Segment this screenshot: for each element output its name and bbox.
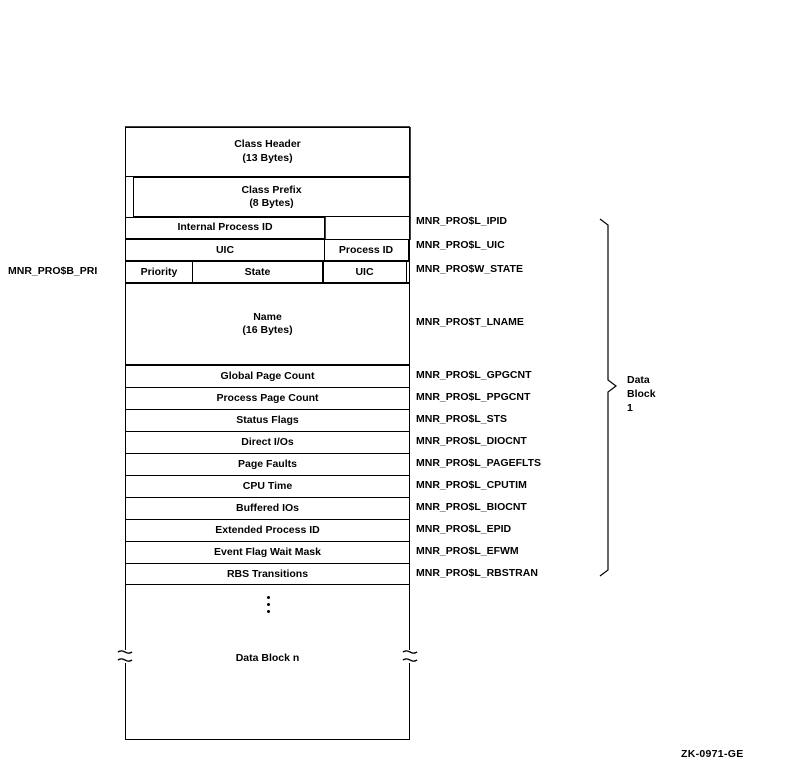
row-direct-ios-label: Direct I/Os xyxy=(241,436,294,449)
row-rbs-transitions-label: RBS Transitions xyxy=(226,567,309,580)
annotation-efwm-text: MNR_PRO$L_EFWM xyxy=(416,545,519,557)
annotation-rbstran: MNR_PRO$L_RBSTRAN xyxy=(416,567,538,579)
data-block-1-label-line3: 1 xyxy=(627,402,633,415)
row-global-page-count: Global Page Count xyxy=(125,365,410,387)
row-status-flags-label: Status Flags xyxy=(236,414,299,427)
row-uic-processid: UIC Process ID xyxy=(125,239,410,261)
annotation-sts-text: MNR_PRO$L_STS xyxy=(416,413,508,425)
annotation-ppgcnt-text: MNR_PRO$L_PPGCNT xyxy=(416,391,531,403)
cell-state-label: State xyxy=(244,266,271,278)
row-process-page-count-label: Process Page Count xyxy=(216,392,319,405)
ellipsis-dot xyxy=(266,610,270,613)
row-page-faults-label: Page Faults xyxy=(238,458,297,471)
cell-process-id: Process ID xyxy=(323,240,409,260)
data-block-1-label-line1: Data xyxy=(627,374,650,386)
row-name: Name (16 Bytes) xyxy=(125,283,410,365)
row-process-page-count: Process Page Count xyxy=(125,387,410,409)
annotation-lname-text: MNR_PRO$T_LNAME xyxy=(416,316,524,328)
row-direct-ios: Direct I/Os xyxy=(125,431,410,453)
annotation-lname: MNR_PRO$T_LNAME xyxy=(416,316,524,328)
annotation-priority-field: MNR_PRO$B_PRI xyxy=(8,265,97,277)
cell-uic-label: UIC xyxy=(215,244,235,256)
row-status-flags: Status Flags xyxy=(125,409,410,431)
class-prefix-title: Class Prefix xyxy=(241,183,302,196)
cell-priority-label: Priority xyxy=(140,266,178,278)
annotation-epid-text: MNR_PRO$L_EPID xyxy=(416,523,512,535)
annotation-sts: MNR_PRO$L_STS xyxy=(416,413,507,425)
annotation-cputim-text: MNR_PRO$L_CPUTIM xyxy=(416,479,527,491)
row-priority-state-uic: Priority State UIC xyxy=(125,261,410,283)
class-header-size: (13 Bytes) xyxy=(242,151,293,164)
cell-priority: Priority xyxy=(125,262,193,282)
annotation-pageflts-text: MNR_PRO$L_PAGEFLTS xyxy=(416,457,542,469)
vertical-ellipsis xyxy=(258,592,278,617)
row-global-page-count-label: Global Page Count xyxy=(220,370,315,383)
row-event-flag-wait-mask-label: Event Flag Wait Mask xyxy=(214,546,321,559)
ellipsis-dot xyxy=(266,603,270,606)
row-name-size: (16 Bytes) xyxy=(242,324,293,336)
cell-process-id-label: Process ID xyxy=(338,244,394,256)
cell-uic2-label: UIC xyxy=(355,266,374,278)
annotation-uic-text: MNR_PRO$L_UIC xyxy=(416,239,505,251)
row-buffered-ios-label: Buffered IOs xyxy=(235,502,299,515)
data-block-1-label-line2: Block xyxy=(627,388,656,401)
annotation-ppgcnt: MNR_PRO$L_PPGCNT xyxy=(416,391,530,403)
row-cpu-time: CPU Time xyxy=(125,475,410,497)
row-name-label: Name xyxy=(253,311,282,324)
row-cpu-time-label: CPU Time xyxy=(242,480,293,493)
cell-uic: UIC xyxy=(125,240,325,260)
annotation-epid: MNR_PRO$L_EPID xyxy=(416,523,511,535)
data-block-1-label: Data Block 1 xyxy=(627,373,656,416)
annotation-rbstran-text: MNR_PRO$L_RBSTRAN xyxy=(416,567,538,579)
row-buffered-ios: Buffered IOs xyxy=(125,497,410,519)
annotation-pageflts: MNR_PRO$L_PAGEFLTS xyxy=(416,457,541,469)
annotation-biocnt-text: MNR_PRO$L_BIOCNT xyxy=(416,501,527,513)
annotation-state: MNR_PRO$W_STATE xyxy=(416,263,523,275)
annotation-biocnt: MNR_PRO$L_BIOCNT xyxy=(416,501,527,513)
annotation-ipid-text: MNR_PRO$L_IPID xyxy=(416,215,508,227)
row-data-block-n-label: Data Block n xyxy=(235,652,300,665)
row-page-faults: Page Faults xyxy=(125,453,410,475)
class-header-title: Class Header xyxy=(234,138,301,151)
ellipsis-dot xyxy=(266,596,270,599)
row-rbs-transitions: RBS Transitions xyxy=(125,563,410,585)
row-extended-process-id-label: Extended Process ID xyxy=(215,524,320,537)
row-internal-process-id: Internal Process ID xyxy=(125,217,325,239)
row-extended-process-id: Extended Process ID xyxy=(125,519,410,541)
annotation-gpgcnt-text: MNR_PRO$L_GPGCNT xyxy=(416,369,532,381)
figure-tag: ZK-0971-GE xyxy=(681,748,744,760)
annotation-uic: MNR_PRO$L_UIC xyxy=(416,239,505,251)
class-prefix-size: (8 Bytes) xyxy=(249,197,294,209)
annotation-cputim: MNR_PRO$L_CPUTIM xyxy=(416,479,527,491)
annotation-efwm: MNR_PRO$L_EFWM xyxy=(416,545,519,557)
annotation-priority-field-text: MNR_PRO$B_PRI xyxy=(8,265,98,277)
cell-uic2: UIC xyxy=(322,262,407,282)
cell-state: State xyxy=(191,262,324,282)
row-data-block-n: Data Block n xyxy=(125,650,410,668)
class-header-box: Class Header (13 Bytes) xyxy=(125,127,410,177)
row-internal-process-id-label: Internal Process ID xyxy=(177,221,273,234)
annotation-state-text: MNR_PRO$W_STATE xyxy=(416,263,523,275)
class-prefix-box: Class Prefix (8 Bytes) xyxy=(133,177,410,217)
annotation-ipid: MNR_PRO$L_IPID xyxy=(416,215,507,227)
row-event-flag-wait-mask: Event Flag Wait Mask xyxy=(125,541,410,563)
figure-tag-text: ZK-0971-GE xyxy=(681,748,744,760)
annotation-gpgcnt: MNR_PRO$L_GPGCNT xyxy=(416,369,532,381)
annotation-diocnt: MNR_PRO$L_DIOCNT xyxy=(416,435,527,447)
annotation-diocnt-text: MNR_PRO$L_DIOCNT xyxy=(416,435,527,447)
